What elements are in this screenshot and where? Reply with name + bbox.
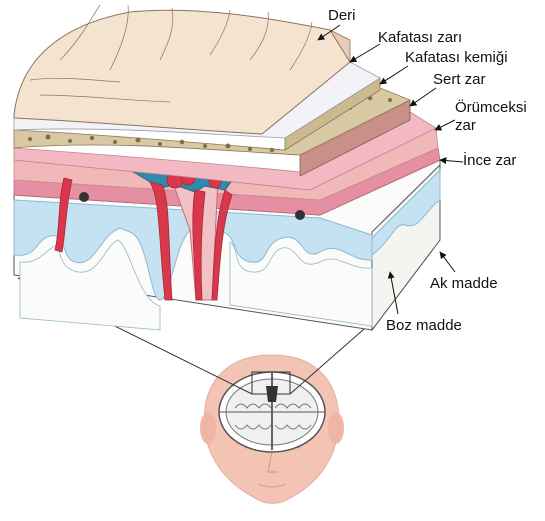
label-dura-text: Sert zar: [433, 71, 486, 88]
label-arachnoid-text-1: Örümceksi: [455, 98, 527, 116]
label-dura: Sert zar: [409, 71, 486, 107]
head-illustration: [200, 354, 344, 504]
vessel-cross-right: [295, 210, 305, 220]
label-arachnoid: Örümceksi zar: [434, 98, 527, 134]
label-arachnoid-text-2: zar: [455, 117, 476, 134]
skin-layer: [13, 9, 351, 135]
gray-matter: [13, 199, 373, 301]
skin-edge: [328, 29, 351, 64]
label-skull-bone-text: Kafatası kemiği: [405, 49, 508, 66]
right-ear: [328, 412, 344, 444]
gray-matter-side: [371, 168, 441, 257]
white-matter-cores: [19, 239, 161, 331]
label-skull-membrane: Kafatası zarı: [349, 29, 462, 63]
brain-cross-section: [218, 371, 326, 453]
label-pia-text: İnce zar: [463, 151, 516, 169]
label-skull-membrane-text: Kafatası zarı: [378, 29, 462, 46]
dura-layer: [13, 111, 437, 191]
hair-lines: [29, 4, 313, 103]
zoom-line-right: [289, 321, 373, 395]
cortical-vessels: [54, 170, 233, 301]
label-skin-text: Deri: [328, 7, 356, 24]
white-matter-cores-right: [229, 241, 373, 327]
left-ear: [200, 412, 216, 444]
zoom-region-box: [251, 371, 291, 395]
label-white-matter: Ak madde: [430, 251, 498, 292]
label-white-matter-text: Ak madde: [430, 275, 498, 292]
vessel-cross-left: [79, 192, 89, 202]
label-skull-bone: Kafatası kemiği: [379, 49, 508, 85]
label-skin: Deri: [317, 7, 356, 41]
label-gray-matter-text: Boz madde: [386, 317, 462, 334]
label-gray-matter: Boz madde: [386, 271, 462, 334]
label-pia: İnce zar: [439, 151, 516, 169]
